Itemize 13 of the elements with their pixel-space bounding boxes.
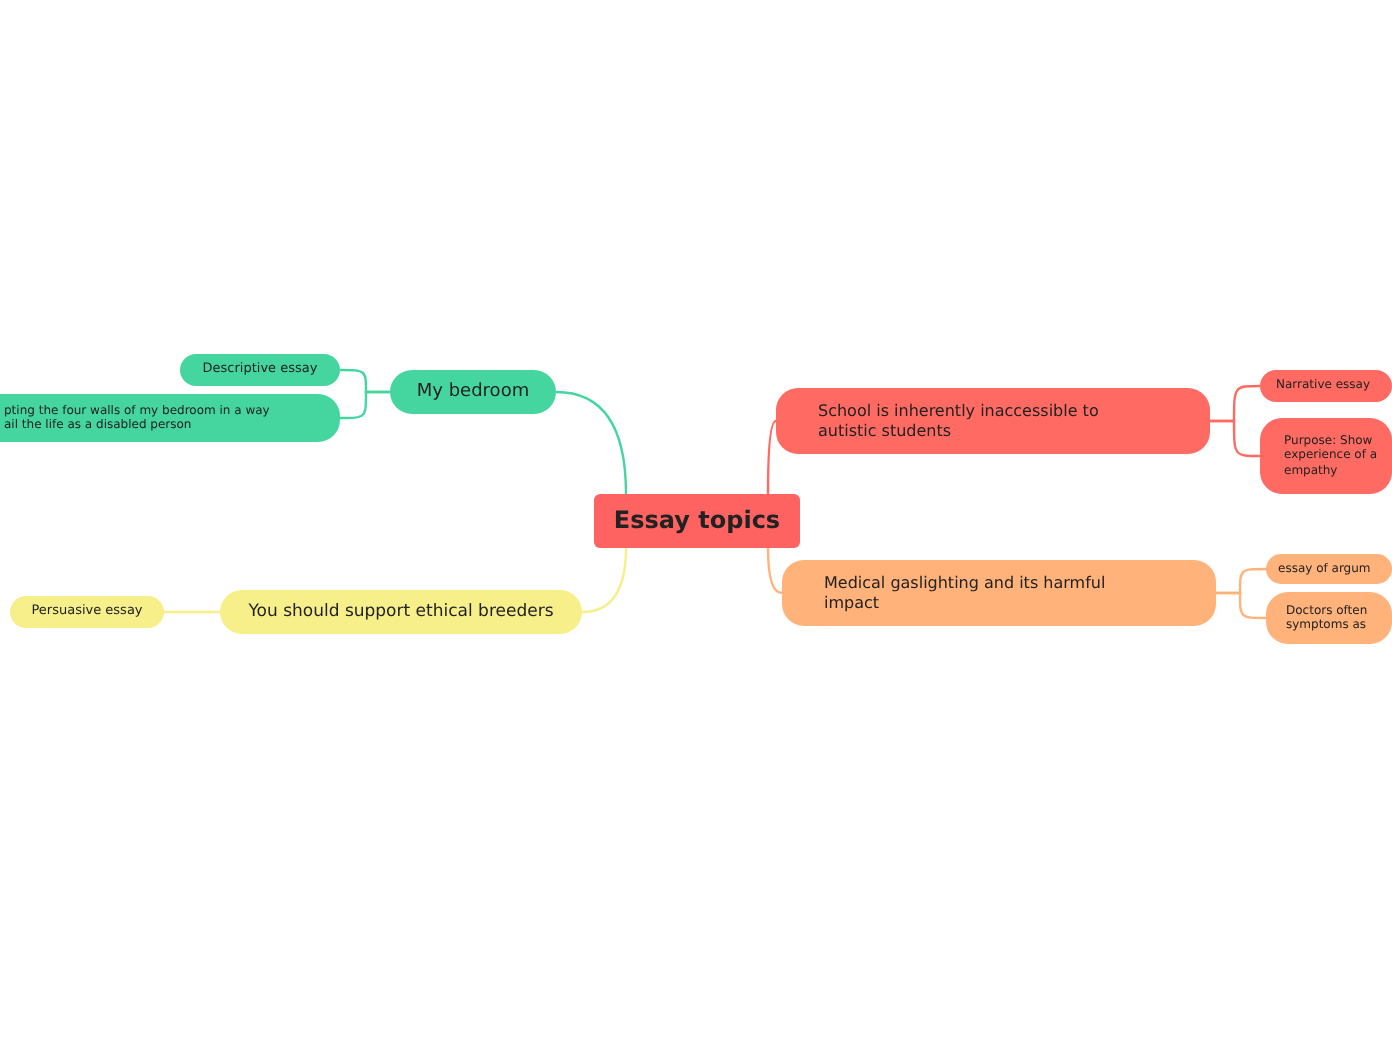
connector-line (555, 390, 628, 495)
connector-line (164, 610, 220, 614)
connector-line (766, 420, 777, 494)
connector-line (1216, 591, 1266, 620)
topic-node: You should support ethical breeders (220, 590, 582, 634)
topic-node: Medical gaslighting and its harmful impact (782, 560, 1216, 626)
connector-line (581, 547, 628, 614)
connector-line (340, 390, 390, 420)
central-topic: Essay topics (594, 494, 800, 548)
topic-node: My bedroom (390, 370, 556, 414)
topic-node: School is inherently inaccessible to autistic students (776, 388, 1210, 454)
connector-line (1210, 419, 1260, 458)
connector-line (766, 548, 783, 595)
